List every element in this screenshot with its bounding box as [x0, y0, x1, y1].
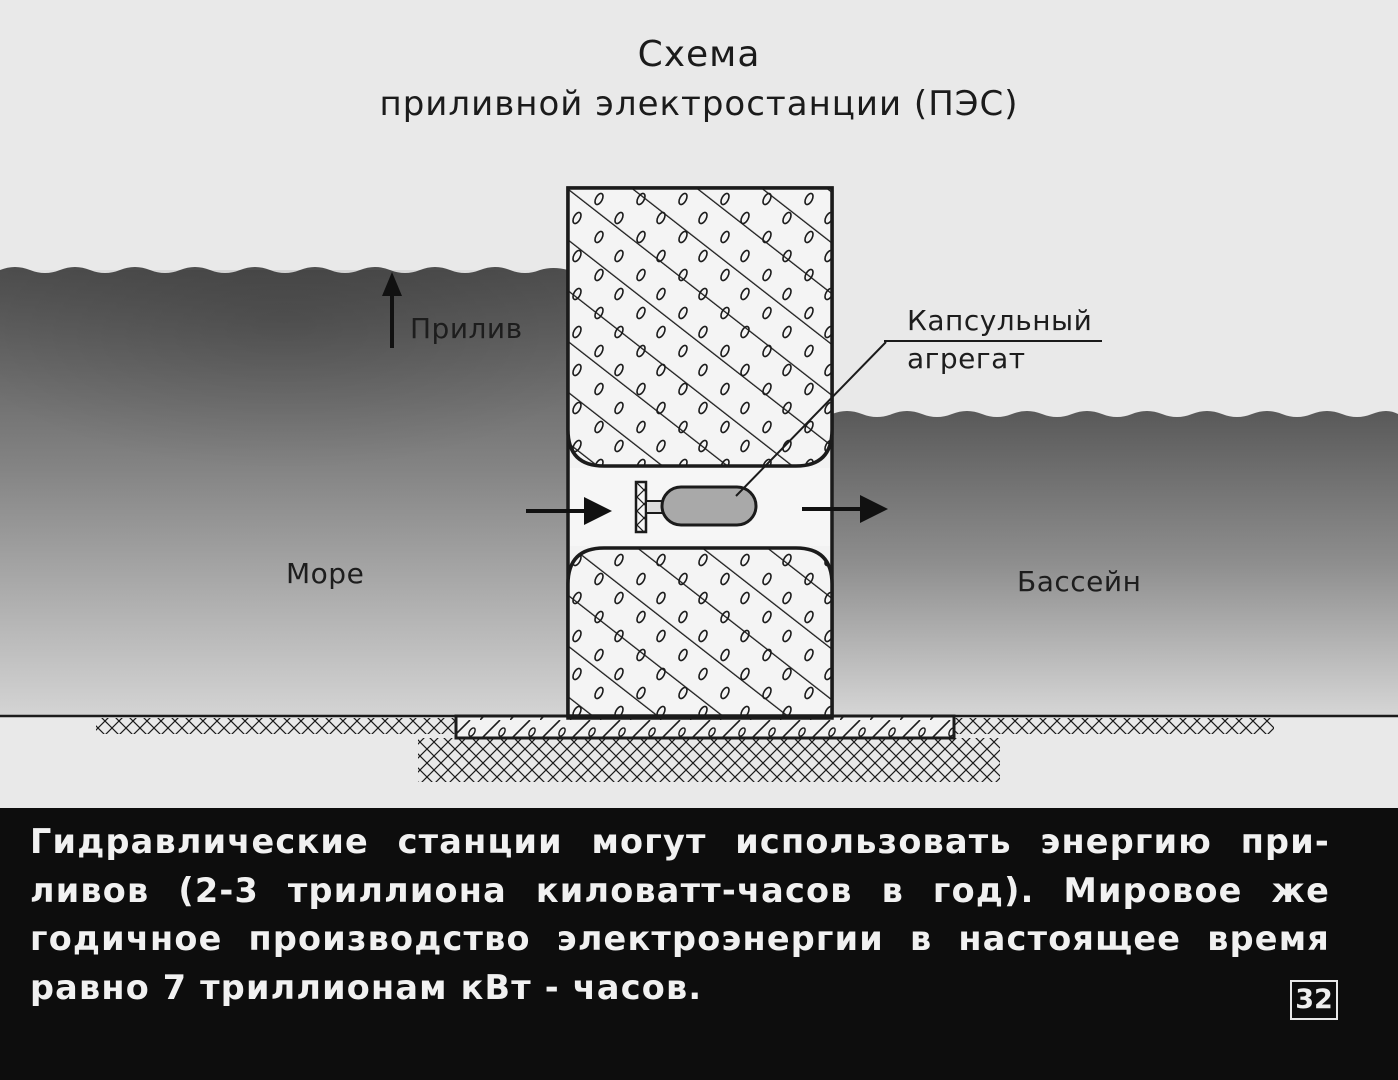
seabed-right — [954, 718, 1274, 734]
page-number-badge: 32 — [1290, 980, 1338, 1020]
basin-water — [832, 411, 1398, 716]
sea-shade — [0, 270, 568, 520]
tide-label: Прилив — [410, 312, 523, 345]
diagram-panel: Схема приливной электростанции (ПЭС) При… — [0, 0, 1398, 808]
foundation-ground — [418, 738, 1000, 782]
sea-label: Море — [286, 557, 365, 590]
capsule-rotor — [634, 480, 648, 534]
inflow-arrow — [526, 497, 612, 525]
caption-line-4: равно 7 триллионам кВт - часов. — [30, 967, 703, 1007]
basin-label: Бассейн — [1017, 565, 1142, 598]
seabed-left — [96, 718, 456, 734]
caption-line-2: ливов (2-3 триллиона киловатт-часов в го… — [30, 870, 1330, 910]
capsule-pointer-line — [735, 341, 887, 497]
capsule-label-line2: агрегат — [907, 342, 1026, 375]
capsule-unit — [634, 480, 758, 534]
caption-line-3: годичное производство электроэнергии в н… — [30, 919, 1330, 958]
diagram-subtitle: приливной электростанции (ПЭС) — [379, 84, 1019, 124]
capsule-label-line1: Капсульный — [907, 304, 1093, 337]
dam-upper-pebbles — [568, 188, 832, 466]
caption-line-1: Гидравлические станции могут использоват… — [30, 822, 1330, 861]
dam-lower-pebbles — [568, 548, 832, 716]
caption-text: Гидравлические станции могут использоват… — [30, 818, 1330, 1012]
tide-arrow — [382, 272, 402, 348]
tidal-plant-diagram — [0, 186, 1398, 782]
diagram-title: Схема — [637, 34, 761, 75]
capsule-body — [660, 485, 758, 527]
outflow-arrow — [802, 495, 888, 523]
